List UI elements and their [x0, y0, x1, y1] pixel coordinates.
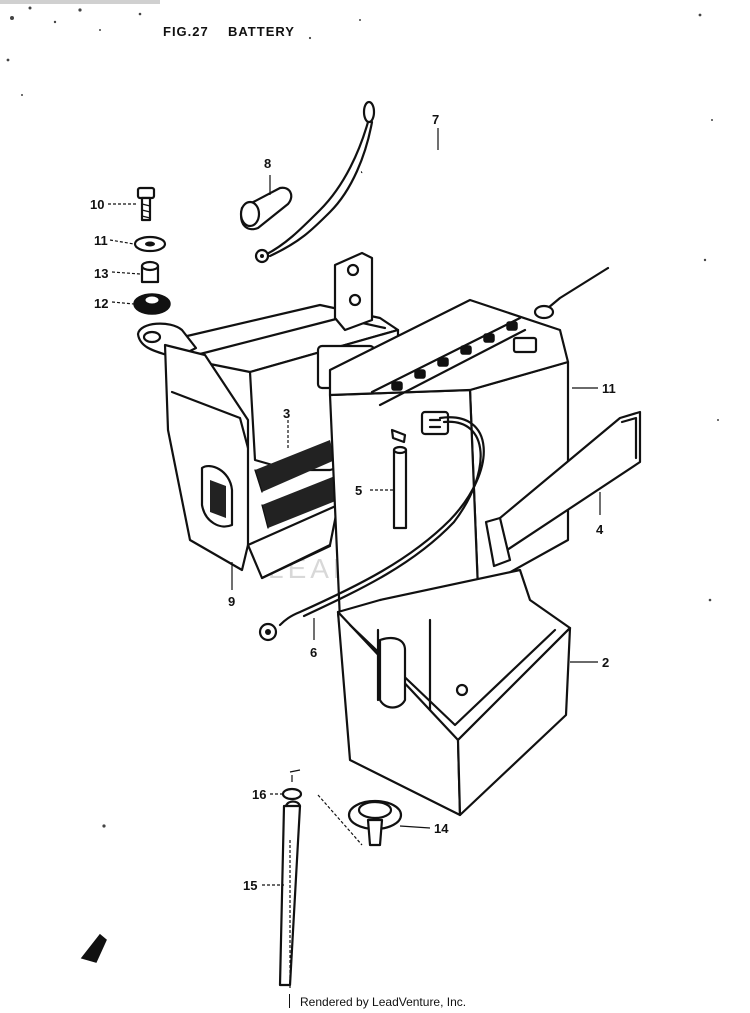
callout-15: 15 [243, 878, 257, 893]
callout-6: 6 [310, 645, 317, 660]
callout-12: 12 [94, 296, 108, 311]
callout-4: 4 [596, 522, 604, 537]
callout-5: 5 [355, 483, 362, 498]
footer-divider [289, 994, 290, 1008]
scan-noise [0, 0, 719, 828]
direction-arrow-icon [80, 933, 107, 963]
battery-band [484, 410, 642, 568]
battery-vent-caps [391, 321, 518, 391]
callout-7: 7 [432, 112, 439, 127]
breather-hose [278, 769, 303, 990]
callout-2: 2 [602, 655, 609, 670]
callouts: 7 8 10 11 13 12 11 3 5 4 9 6 2 [90, 112, 616, 893]
positive-cable [254, 100, 611, 320]
callout-8: 8 [264, 156, 271, 171]
footer-credit: Rendered by LeadVenture, Inc. [300, 995, 467, 1009]
mounting-hardware [133, 186, 171, 315]
drain-fitting [317, 794, 403, 847]
callout-13: 13 [94, 266, 108, 281]
callout-11-washer: 11 [94, 233, 108, 248]
terminal-cover [239, 186, 293, 231]
callout-10: 10 [90, 197, 104, 212]
figure-number: FIG.27 [163, 24, 209, 39]
battery-tray [336, 568, 572, 817]
callout-9: 9 [228, 594, 235, 609]
callout-11-battery: 11 [602, 381, 616, 396]
callout-3: 3 [283, 406, 290, 421]
callout-16: 16 [252, 787, 266, 802]
figure-title: BATTERY [228, 24, 295, 39]
callout-14: 14 [434, 821, 449, 836]
negative-cable [258, 416, 485, 642]
